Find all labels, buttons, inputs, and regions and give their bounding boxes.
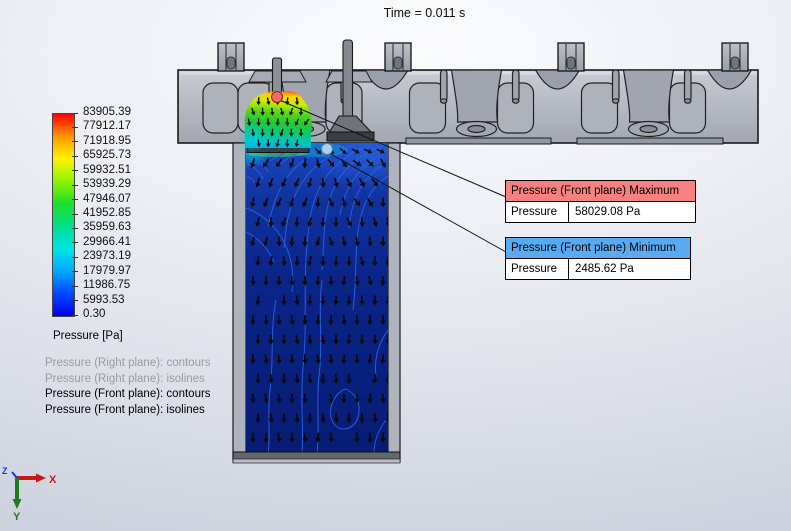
- head-flange: [576, 137, 724, 145]
- pressure-contour-fluid: [246, 143, 388, 453]
- callout-min-value: 2485.62 Pa: [575, 263, 634, 275]
- max-point-marker[interactable]: [271, 91, 283, 103]
- legend-tick-mark: [72, 271, 78, 273]
- callout-max-value: 58029.08 Pa: [575, 206, 641, 218]
- legend-tick-label: 23973.19: [83, 250, 131, 263]
- legend-tick-mark: [72, 285, 78, 287]
- legend-tick-mark: [72, 170, 78, 172]
- exhaust-valve: [326, 39, 375, 142]
- legend-tick-label: 5993.53: [83, 293, 125, 306]
- display-setting-line: Pressure (Front plane): contours: [45, 388, 211, 400]
- cylinder-wall-left: [232, 142, 247, 463]
- legend-tick-mark: [72, 213, 78, 215]
- pressure-isolines: [246, 143, 388, 453]
- cylinder-wall-right: [387, 142, 401, 463]
- bolt-head: [384, 42, 412, 72]
- legend-tick-label: 29966.41: [83, 235, 131, 248]
- bolt-head: [217, 42, 245, 72]
- cylinder: [232, 142, 401, 464]
- callout-min-param: Pressure: [506, 259, 569, 279]
- legend-tick-label: 77912.17: [83, 120, 131, 133]
- flow-vector-arrows: [250, 147, 388, 443]
- axis-x-label: X: [49, 474, 57, 486]
- legend-tick-mark: [72, 256, 78, 258]
- plot-title: Time = 0.011 s: [383, 6, 466, 20]
- legend-tick-label: 83905.39: [83, 106, 131, 118]
- leader-line-max: [276, 98, 507, 198]
- legend-tick-label: 11986.75: [83, 279, 131, 292]
- axis-y-label: Y: [13, 511, 21, 523]
- legend-tick-mark: [72, 126, 78, 128]
- cylinder-head: [177, 39, 759, 145]
- legend-tick-mark: [72, 242, 78, 244]
- bolt-head: [557, 42, 585, 72]
- display-setting-line: Pressure (Right plane): contours: [45, 357, 211, 369]
- color-scale-bar: [52, 113, 75, 317]
- callout-min[interactable]: Pressure (Front plane) Minimum Pressure …: [505, 237, 691, 280]
- legend-tick-label: 47946.07: [83, 192, 131, 205]
- legend-tick-label: 65925.73: [83, 149, 131, 162]
- orientation-triad: X Y Z: [2, 466, 57, 523]
- port-pressure-contour: [238, 90, 312, 154]
- legend-unit-label: Pressure [Pa]: [53, 330, 123, 342]
- legend-tick-label: 35959.63: [83, 221, 131, 234]
- port-vector-arrows: [246, 97, 310, 148]
- legend-tick-label: 0.30: [83, 308, 106, 320]
- legend-tick-mark: [72, 227, 78, 229]
- legend-tick-mark: [72, 314, 78, 316]
- legend-tick-label: 53939.29: [83, 178, 131, 191]
- axis-z-label: Z: [2, 466, 8, 476]
- display-setting-line: Pressure (Front plane): isolines: [45, 403, 205, 416]
- legend-tick-label: 59932.51: [83, 163, 131, 176]
- legend-tick-label: 41952.85: [83, 207, 131, 219]
- legend-tick-mark: [72, 141, 78, 143]
- callout-min-header: Pressure (Front plane) Minimum: [506, 238, 690, 259]
- head-bolts: [217, 42, 749, 72]
- cylinder-base: [232, 458, 401, 464]
- bolt-head: [721, 42, 749, 72]
- callout-leader-lines: [276, 98, 507, 253]
- callout-max[interactable]: Pressure (Front plane) Maximum Pressure …: [505, 180, 696, 223]
- head-flange: [405, 137, 552, 145]
- legend-tick-mark: [72, 155, 78, 157]
- legend-tick-mark: [72, 184, 78, 186]
- callout-max-header: Pressure (Front plane) Maximum: [506, 181, 695, 202]
- legend-tick-mark: [72, 112, 78, 114]
- legend-tick-mark: [72, 300, 78, 302]
- legend-tick-label: 17979.97: [83, 264, 131, 277]
- min-point-marker[interactable]: [321, 143, 333, 155]
- callout-max-param: Pressure: [506, 202, 569, 222]
- legend-tick-label: 71918.95: [83, 134, 131, 147]
- legend-tick-mark: [72, 199, 78, 201]
- display-setting-line: Pressure (Right plane): isolines: [45, 372, 205, 385]
- leader-line-min: [326, 151, 507, 253]
